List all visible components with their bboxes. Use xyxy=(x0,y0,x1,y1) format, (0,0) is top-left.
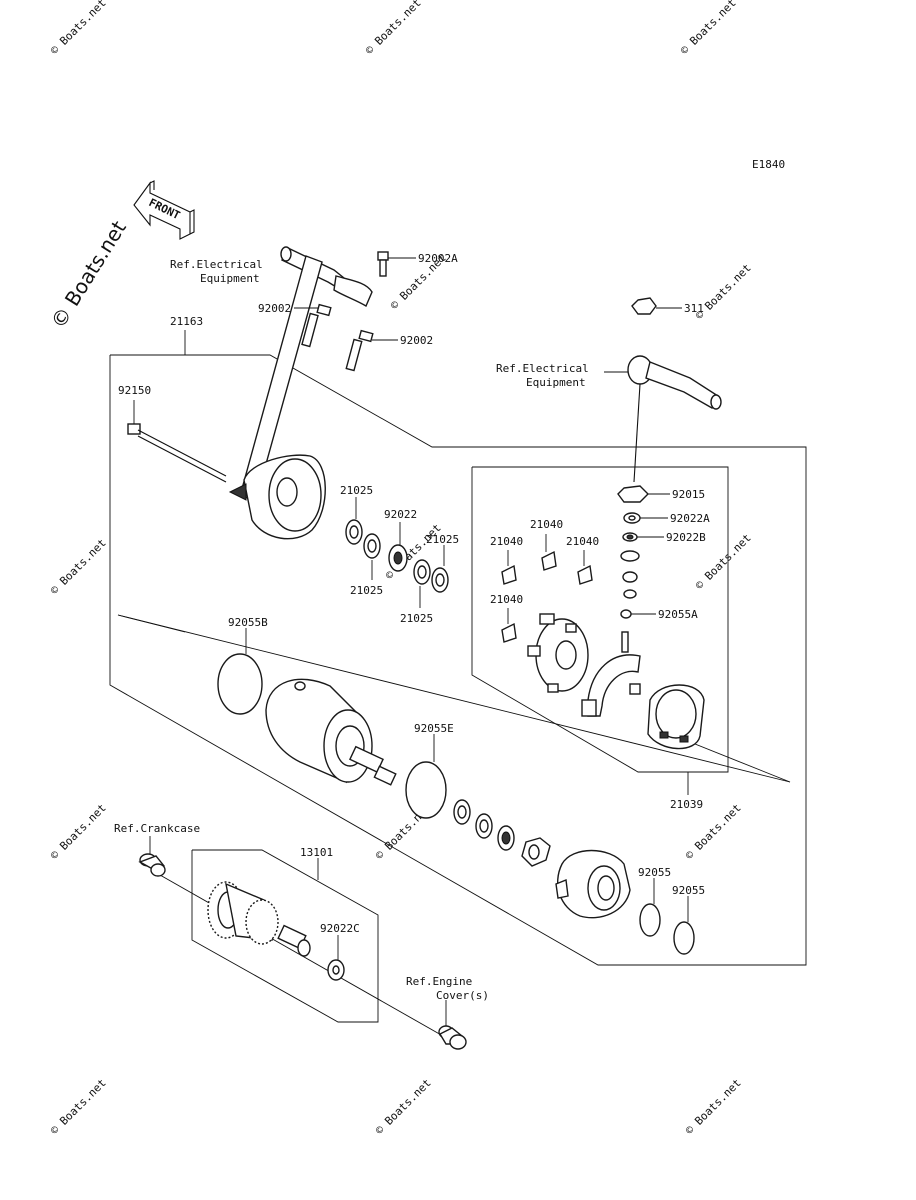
watermark: © Boats.net xyxy=(683,1076,744,1137)
label-92150: 92150 xyxy=(118,384,151,397)
ref-electrical-2-line1: Ref.Electrical xyxy=(496,362,589,375)
label-92055a: 92055A xyxy=(658,608,698,621)
label-21039: 21039 xyxy=(670,798,703,811)
label-92022b: 92022B xyxy=(666,531,706,544)
watermark: © Boats.net xyxy=(48,536,109,597)
brush-holder-cover xyxy=(581,654,705,750)
watermark: © Boats.net xyxy=(678,0,739,57)
ref-engine-line1: Ref.Engine xyxy=(406,975,472,988)
starter-cable-upper xyxy=(239,246,373,501)
label-21025-2: 21025 xyxy=(426,533,459,546)
label-311: 311 xyxy=(684,302,704,315)
front-cover xyxy=(555,849,631,919)
label-92015: 92015 xyxy=(672,488,705,501)
rear-cover xyxy=(228,454,326,540)
label-92055-2: 92055 xyxy=(672,884,705,897)
label-21025-1: 21025 xyxy=(340,484,373,497)
assembly-outline-21039 xyxy=(471,466,729,795)
part-labels: 21163 92002A 92002 92002 92150 311 21025… xyxy=(118,252,710,935)
washer-92022c xyxy=(327,935,345,981)
brush-plate xyxy=(527,613,589,693)
starter-yoke-armature xyxy=(265,678,397,786)
brushes-21040 xyxy=(501,534,593,643)
watermark: © Boats.net xyxy=(48,1076,109,1137)
assembly-outline-13101 xyxy=(191,849,379,1023)
diagram-code: E1840 xyxy=(752,158,785,171)
engine-cover-bushing xyxy=(438,1000,467,1050)
terminal-hardware-stack xyxy=(617,485,670,653)
ref-electrical-1-line1: Ref.Electrical xyxy=(170,258,263,271)
label-21025-4: 21025 xyxy=(400,612,433,625)
side-watermark: © Boats.net xyxy=(46,216,131,332)
label-21040-3: 21040 xyxy=(566,535,599,548)
label-92022: 92022 xyxy=(384,508,417,521)
label-92022a: 92022A xyxy=(670,512,710,525)
long-bolt-92150 xyxy=(127,400,227,483)
o-ring-92055e xyxy=(405,734,447,819)
o-ring-92055b xyxy=(217,628,263,715)
label-21040-2: 21040 xyxy=(490,535,523,548)
label-92002a: 92002A xyxy=(418,252,458,265)
front-arrow-icon: FRONT xyxy=(133,180,195,240)
ref-engine-line2: Cover(s) xyxy=(436,989,489,1002)
label-92055e: 92055E xyxy=(414,722,454,735)
label-92055b: 92055B xyxy=(228,616,268,629)
watermark: © Boats.net xyxy=(373,1076,434,1137)
label-21040-1: 21040 xyxy=(530,518,563,531)
ref-crankcase: Ref.Crankcase xyxy=(114,822,200,835)
washer-stack-front xyxy=(453,799,551,867)
bolt-92002-a xyxy=(294,303,332,348)
assembly-outline-21163 xyxy=(109,330,807,966)
starter-cable-right xyxy=(604,297,722,483)
label-21025-3: 21025 xyxy=(350,584,383,597)
watermark: © Boats.net xyxy=(48,0,109,57)
o-rings-92055 xyxy=(639,878,695,955)
label-92022c: 92022C xyxy=(320,922,360,935)
label-92002-2: 92002 xyxy=(400,334,433,347)
ref-electrical-2-line2: Equipment xyxy=(526,376,586,389)
ref-electrical-1-line2: Equipment xyxy=(200,272,260,285)
reference-labels: Ref.Electrical Equipment Ref.Electrical … xyxy=(114,258,589,1002)
label-92002-1: 92002 xyxy=(258,302,291,315)
washer-stack-left xyxy=(345,497,449,608)
bolt-92002a xyxy=(377,251,416,277)
starter-clutch-gear xyxy=(207,881,311,957)
watermark: © Boats.net xyxy=(363,0,424,57)
label-21163: 21163 xyxy=(170,315,203,328)
crankcase-bushing xyxy=(138,836,166,877)
label-13101: 13101 xyxy=(300,846,333,859)
watermark: © Boats.net xyxy=(48,801,109,862)
label-21040-4: 21040 xyxy=(490,593,523,606)
label-92055-1: 92055 xyxy=(638,866,671,879)
bolt-92002-b xyxy=(345,329,398,372)
